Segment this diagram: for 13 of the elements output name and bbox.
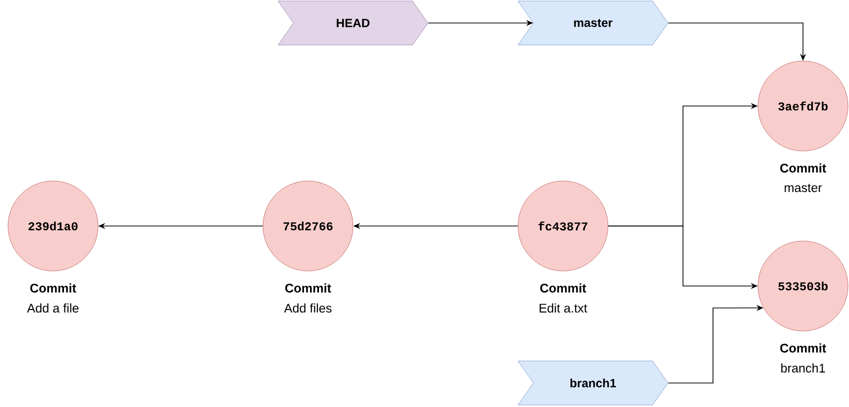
commit-message: Edit a.txt — [540, 303, 588, 313]
pointer-chevron: branch1 — [518, 360, 668, 406]
commit-message: branch1 — [781, 363, 825, 373]
commit-label: Commit — [780, 163, 826, 173]
commit-label: Commit — [780, 343, 826, 353]
pointer-chevron: master — [518, 0, 668, 46]
commit-label: Commit — [540, 283, 586, 293]
commit-label: Commit — [30, 283, 76, 293]
pointer-chevron: HEAD — [278, 0, 428, 46]
commit-message: Add a file — [27, 303, 78, 313]
commit-message: Add files — [284, 303, 332, 313]
commit-label: Commit — [285, 283, 332, 293]
commit-message: master — [784, 184, 822, 192]
